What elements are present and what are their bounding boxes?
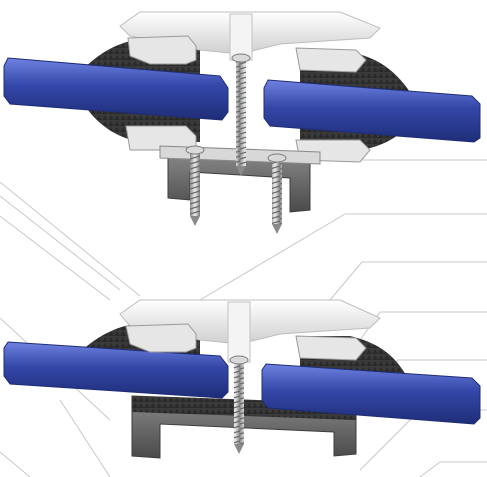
panel-right	[263, 79, 481, 143]
clamp-lower	[125, 125, 197, 151]
screw-icon	[185, 145, 205, 226]
leader-line	[329, 261, 487, 301]
panel-left	[3, 57, 229, 121]
leader-line	[199, 213, 487, 301]
leader-line	[0, 451, 31, 477]
leader-line	[359, 311, 487, 341]
clamp-upper-right	[295, 47, 367, 73]
clamp-upper	[127, 35, 197, 65]
clamp-upper-right-2	[295, 335, 367, 361]
cap-center-stem	[229, 13, 253, 61]
leader-line	[0, 181, 141, 297]
panel-left-2	[3, 341, 229, 399]
leader-line	[0, 195, 121, 291]
upper-assembly	[3, 11, 481, 234]
leader-line	[419, 461, 487, 477]
screw-icon	[231, 53, 251, 176]
screw-icon	[229, 355, 249, 454]
panel-right-2	[261, 363, 481, 425]
leader-line	[0, 215, 111, 301]
lower-assembly	[3, 299, 481, 459]
cap-center-stem-2	[227, 301, 251, 363]
leader-line	[59, 399, 111, 477]
clamp-upper-2	[125, 323, 197, 353]
screw-icon	[267, 153, 287, 234]
